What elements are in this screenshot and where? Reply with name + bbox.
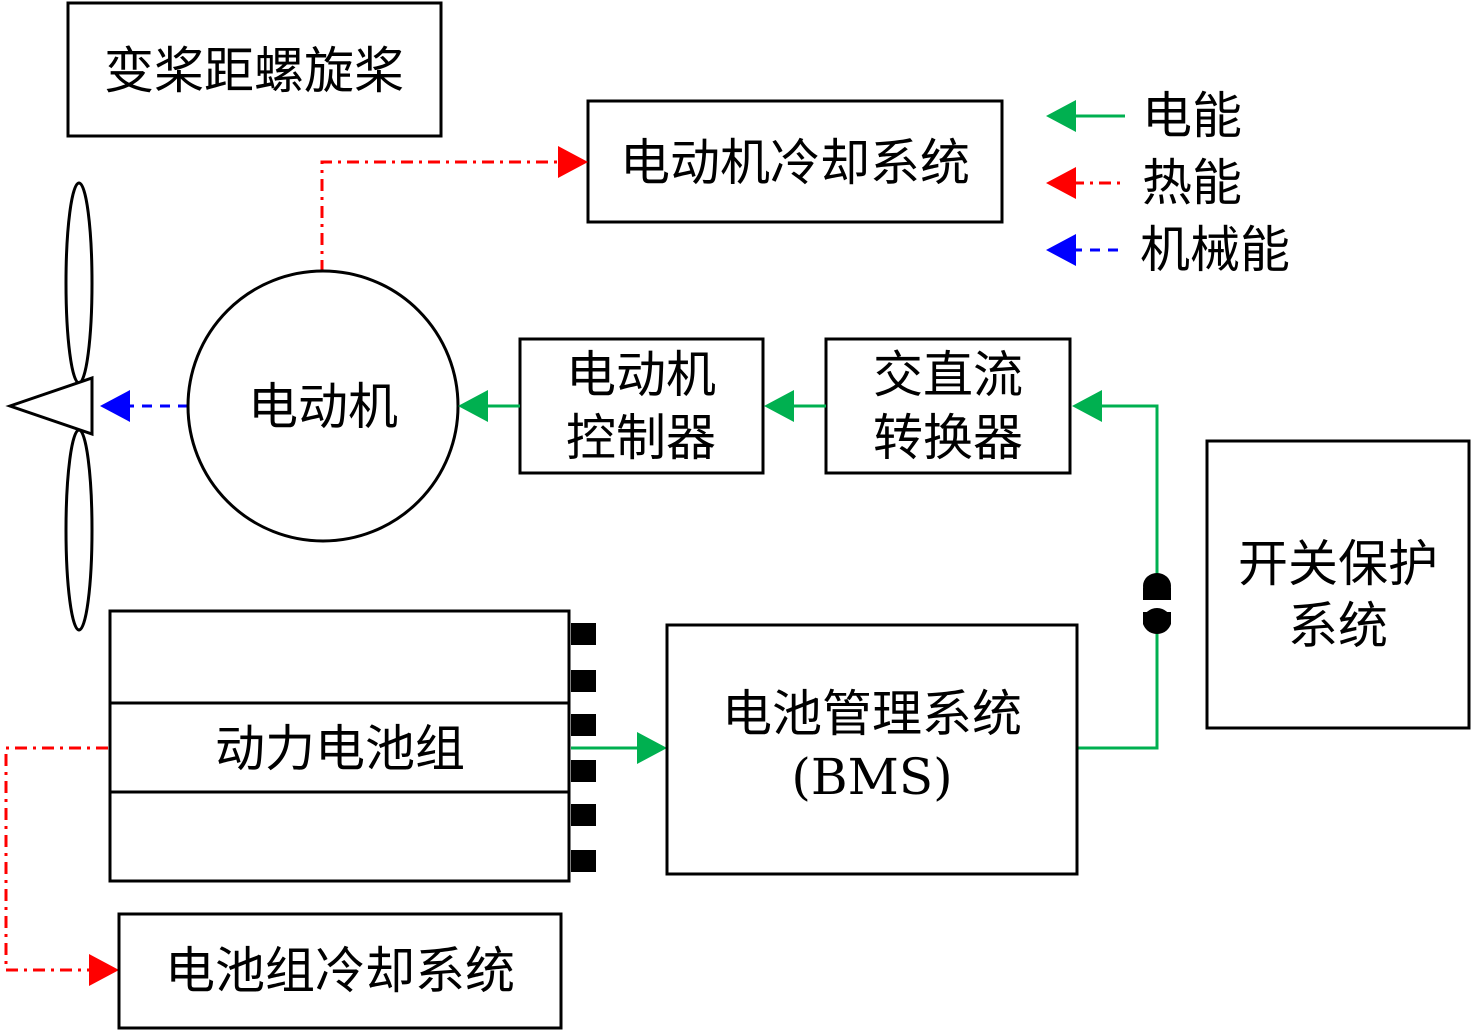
converter-label-line1: 交直流 xyxy=(873,346,1023,404)
controller-to-motor-arrow xyxy=(458,390,488,422)
propeller-icon xyxy=(5,181,94,632)
motor-cooling-box xyxy=(586,99,1004,224)
legend-thermal-arrow xyxy=(1046,167,1076,199)
bms-label-line1: 电池管理系统 xyxy=(722,685,1022,743)
bms-label-line2: (BMS) xyxy=(791,748,952,806)
bms-to-switch-line xyxy=(1077,626,1159,750)
switch-protection-box xyxy=(1205,439,1471,730)
legend-electric-label: 电能 xyxy=(1142,87,1242,145)
battery-pack-label: 动力电池组 xyxy=(215,720,465,778)
propeller-label: 变桨距螺旋桨 xyxy=(104,42,404,100)
motor-cooling-label: 电动机冷却系统 xyxy=(620,134,970,192)
motor-to-cooling-line xyxy=(320,160,562,272)
motor-label: 电动机 xyxy=(248,378,398,436)
battery-terminal xyxy=(571,850,596,872)
battery-terminal xyxy=(571,804,596,826)
battery-cooling-box xyxy=(117,912,563,1030)
motor-to-cooling-arrow xyxy=(558,146,588,178)
legend-mechanical-label: 机械能 xyxy=(1140,221,1290,279)
battery-to-cooling-arrow xyxy=(89,954,119,986)
switch-protection-label-line2: 系统 xyxy=(1288,597,1388,655)
bms-box xyxy=(665,623,1079,876)
battery-terminal xyxy=(571,670,596,692)
switch-contact-icon xyxy=(1143,573,1171,634)
motor-to-propeller-arrow xyxy=(100,390,130,422)
battery-to-cooling-line xyxy=(4,746,108,972)
legend-electric-arrow xyxy=(1046,100,1076,132)
legend-thermal-label: 热能 xyxy=(1142,154,1242,212)
motor-controller-label-line2: 控制器 xyxy=(566,409,716,467)
switch-to-converter-line xyxy=(1098,404,1159,585)
battery-to-bms-arrow xyxy=(637,732,667,764)
legend-mechanical-arrow xyxy=(1046,234,1076,266)
battery-terminal xyxy=(571,623,596,645)
motor-controller-label-line1: 电动机 xyxy=(566,346,716,404)
battery-pack-box xyxy=(108,609,571,883)
converter-to-controller-arrow xyxy=(764,390,794,422)
switch-protection-label-line1: 开关保护 xyxy=(1238,535,1438,593)
battery-pack xyxy=(108,609,596,883)
converter-label-line2: 转换器 xyxy=(873,409,1023,467)
propeller-label-box xyxy=(66,1,443,138)
switch-to-converter-arrow xyxy=(1072,390,1102,422)
battery-cooling-label: 电池组冷却系统 xyxy=(165,942,515,1000)
battery-terminal xyxy=(571,760,596,782)
battery-terminal xyxy=(571,714,596,736)
legend: 电能 热能 机械能 xyxy=(1046,87,1290,279)
